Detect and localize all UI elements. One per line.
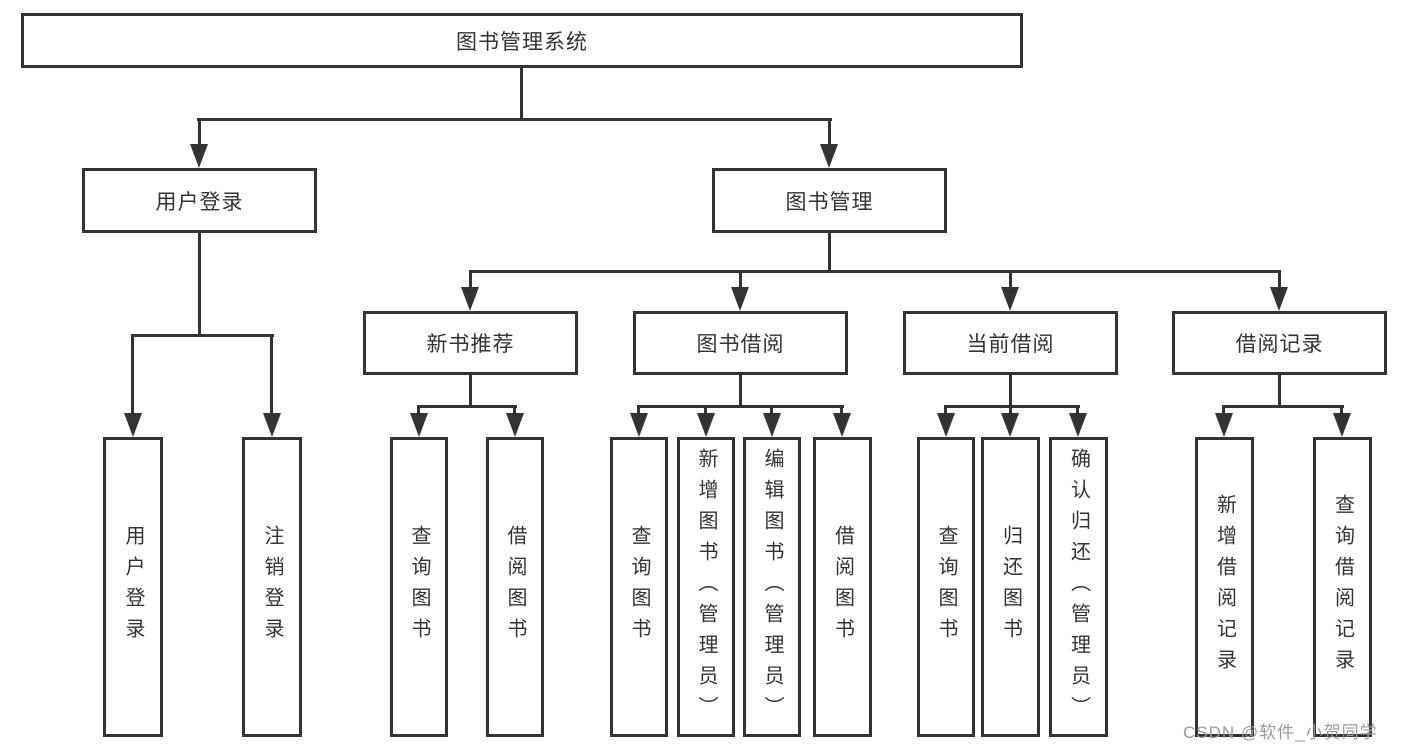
leaf-logout-label: 注销登录 <box>261 525 283 649</box>
arrow-down-icon <box>1001 287 1019 311</box>
leaf-borrow-borrow-books-label: 借阅图书 <box>831 525 854 649</box>
leaf-current-return-books-label: 归还图书 <box>999 525 1022 649</box>
connector-book-mgmt-stem <box>828 233 831 273</box>
node-borrow-records: 借阅记录 <box>1172 311 1387 375</box>
node-new-book-recommend: 新书推荐 <box>363 311 578 375</box>
connector-drop <box>770 405 773 415</box>
connector-drop <box>198 118 201 148</box>
leaf-borrow-borrow-books: 借阅图书 <box>813 437 872 737</box>
leaf-newbook-query-books: 查询图书 <box>390 437 448 737</box>
node-user-login-label: 用户登录 <box>155 190 244 214</box>
node-book-management: 图书管理 <box>712 168 947 233</box>
connector-drop <box>131 334 134 414</box>
connector-drop <box>1009 405 1012 415</box>
arrow-down-icon <box>833 413 851 437</box>
arrow-down-icon <box>820 144 838 168</box>
connector-newbook-split <box>417 405 517 408</box>
arrow-down-icon <box>461 287 479 311</box>
node-user-login: 用户登录 <box>82 168 317 233</box>
arrow-down-icon <box>1069 413 1087 437</box>
connector-borrow-stem <box>739 375 742 408</box>
arrow-down-icon <box>731 287 749 311</box>
connector-drop <box>840 405 843 415</box>
leaf-current-return-books: 归还图书 <box>981 437 1040 737</box>
arrow-down-icon <box>1215 413 1233 437</box>
leaf-records-add-record-label: 新增借阅记录 <box>1213 494 1236 680</box>
leaf-newbook-borrow-books: 借阅图书 <box>486 437 544 737</box>
leaf-borrow-edit-books-admin: 编辑图书（管理员） <box>743 437 801 737</box>
connector-borrow-split <box>637 405 844 408</box>
arrow-down-icon <box>1001 413 1019 437</box>
leaf-user-login-label: 用户登录 <box>122 525 144 649</box>
connector-drop <box>637 405 640 415</box>
leaf-records-query-record: 查询借阅记录 <box>1313 437 1372 737</box>
connector-user-login-stem <box>198 233 201 337</box>
node-current-borrow: 当前借阅 <box>903 311 1118 375</box>
node-new-book-recommend-label: 新书推荐 <box>426 333 515 356</box>
connector-drop <box>417 405 420 415</box>
leaf-records-add-record: 新增借阅记录 <box>1195 437 1254 737</box>
arrow-down-icon <box>263 413 281 437</box>
leaf-newbook-query-books-label: 查询图书 <box>408 525 430 649</box>
leaf-current-query-books: 查询图书 <box>917 437 975 737</box>
connector-drop <box>739 270 742 290</box>
node-borrow-records-label: 借阅记录 <box>1235 333 1324 356</box>
connector-current-split <box>944 405 1080 408</box>
arrow-down-icon <box>763 413 781 437</box>
connector-current-stem <box>1009 375 1012 408</box>
connector-drop <box>1009 270 1012 290</box>
connector-root-split <box>197 118 832 121</box>
arrow-down-icon <box>937 413 955 437</box>
csdn-watermark: CSDN @软件_小贺同学 <box>1183 723 1378 742</box>
node-book-borrow-label: 图书借阅 <box>696 333 785 356</box>
leaf-borrow-edit-books-admin-label: 编辑图书（管理员） <box>761 447 783 727</box>
connector-records-stem <box>1278 375 1281 408</box>
arrow-down-icon <box>697 413 715 437</box>
connector-drop <box>1222 405 1225 415</box>
leaf-borrow-query-books: 查询图书 <box>610 437 668 737</box>
arrow-down-icon <box>630 413 648 437</box>
leaf-borrow-add-books-admin: 新增图书（管理员） <box>677 437 735 737</box>
connector-drop <box>1340 405 1343 415</box>
leaf-current-query-books-label: 查询图书 <box>935 525 957 649</box>
connector-drop <box>513 405 516 415</box>
connector-drop <box>704 405 707 415</box>
arrow-down-icon <box>190 144 208 168</box>
leaf-borrow-add-books-admin-label: 新增图书（管理员） <box>695 447 717 727</box>
connector-user-login-split <box>131 334 274 337</box>
connector-root-stem <box>520 68 523 121</box>
arrow-down-icon <box>1333 413 1351 437</box>
leaf-current-confirm-return-admin: 确认归还（管理员） <box>1049 437 1108 737</box>
connector-drop <box>469 270 472 290</box>
connector-drop <box>1076 405 1079 415</box>
node-book-borrow: 图书借阅 <box>633 311 848 375</box>
leaf-newbook-borrow-books-label: 借阅图书 <box>504 525 526 649</box>
connector-drop <box>270 334 273 414</box>
arrow-down-icon <box>1270 287 1288 311</box>
leaf-current-confirm-return-admin-label: 确认归还（管理员） <box>1067 447 1090 727</box>
arrow-down-icon <box>506 413 524 437</box>
arrow-down-icon <box>410 413 428 437</box>
leaf-borrow-query-books-label: 查询图书 <box>628 525 650 649</box>
node-root-system: 图书管理系统 <box>21 13 1023 68</box>
connector-drop <box>1278 270 1281 290</box>
leaf-records-query-record-label: 查询借阅记录 <box>1331 494 1354 680</box>
node-root-label: 图书管理系统 <box>456 30 588 54</box>
node-current-borrow-label: 当前借阅 <box>966 333 1055 356</box>
leaf-logout: 注销登录 <box>242 437 302 737</box>
connector-newbook-stem <box>469 375 472 408</box>
connector-drop <box>944 405 947 415</box>
arrow-down-icon <box>124 413 142 437</box>
node-book-management-label: 图书管理 <box>785 190 874 214</box>
leaf-user-login: 用户登录 <box>103 437 163 737</box>
connector-book-mgmt-split <box>469 270 1281 273</box>
connector-records-split <box>1222 405 1344 408</box>
connector-drop <box>828 118 831 148</box>
